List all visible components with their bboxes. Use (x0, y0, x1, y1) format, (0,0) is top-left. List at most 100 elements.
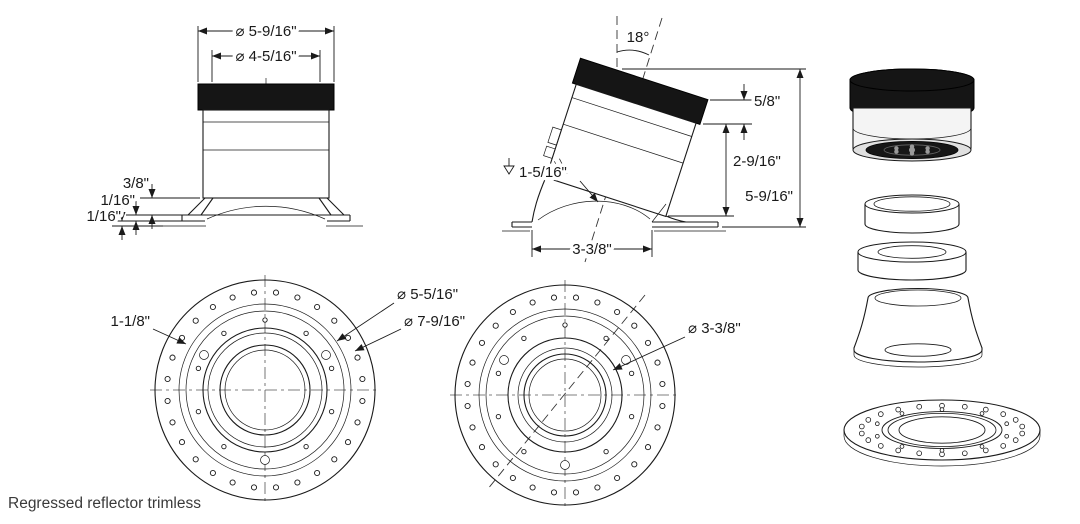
hole (562, 322, 568, 328)
hole (925, 149, 930, 154)
leader-line (152, 328, 187, 345)
dim-regression: 3/8" (123, 175, 149, 192)
shell-transition-right (665, 215, 687, 223)
hole (221, 330, 227, 337)
shell-transition-left (531, 176, 547, 223)
hole (328, 408, 335, 415)
hole (529, 484, 536, 491)
dim-overall-height: 5-9/16" (745, 188, 793, 205)
extension-lines (622, 68, 806, 228)
mud-ring-holes (164, 289, 366, 491)
hole (659, 402, 666, 410)
hole (895, 406, 901, 413)
hole (982, 406, 989, 413)
hole (874, 433, 880, 439)
hole (1000, 411, 1006, 417)
angle-arc (616, 49, 650, 56)
hole (469, 359, 476, 366)
cone-top-inner (874, 289, 962, 307)
flange-outer-edge (154, 279, 376, 501)
dim-body-height: 2-9/16" (733, 153, 781, 170)
cone-aperture (884, 343, 952, 357)
hole (359, 375, 366, 383)
ring-wall (864, 204, 960, 234)
ring-inner (877, 245, 947, 259)
bolt-holes (195, 317, 335, 463)
ring-circle (485, 315, 645, 475)
aperture-ring (224, 349, 306, 431)
screw (621, 355, 631, 365)
extension-lines (703, 99, 752, 125)
hole (209, 303, 216, 311)
trim-cone (187, 197, 345, 216)
hole (464, 402, 471, 410)
hole (654, 424, 661, 431)
hole (529, 299, 536, 306)
hole (272, 289, 280, 296)
hole (550, 294, 558, 301)
mounting-plate (843, 399, 1041, 467)
hole (631, 461, 638, 468)
dim-recess-depth: 1-5/16" (519, 164, 567, 181)
hole (594, 299, 601, 306)
ring-circle (478, 308, 652, 482)
hole (164, 397, 171, 405)
hole (169, 354, 176, 361)
hole (229, 294, 236, 301)
hole (478, 339, 486, 346)
housing-body (202, 109, 330, 199)
leader-line (579, 180, 599, 203)
reflector-arc (206, 205, 326, 220)
hole (644, 339, 652, 346)
hole (331, 456, 338, 463)
hole (603, 448, 609, 455)
dim-aperture-width: 3-3/8" (572, 241, 612, 258)
heatsink-band (197, 83, 335, 111)
hole (877, 411, 884, 417)
hole (262, 317, 268, 323)
hole (550, 489, 558, 496)
hole (495, 370, 502, 377)
mounting-clip (543, 145, 556, 159)
hole (272, 484, 280, 491)
extension-lines (197, 26, 335, 82)
hole (521, 448, 527, 455)
bolt-holes (495, 322, 635, 468)
hole (916, 403, 922, 410)
heatsink-top (849, 68, 975, 92)
hole (192, 456, 199, 463)
hole (495, 413, 502, 420)
ring-top (857, 241, 967, 263)
cone-flange-thickness (853, 350, 983, 368)
hole (894, 149, 899, 154)
hole (294, 479, 301, 486)
dim-aperture-diameter: ⌀ 3-3/8" (688, 320, 741, 337)
hole (1000, 443, 1006, 449)
hole (895, 447, 901, 454)
leader-line (354, 328, 402, 352)
hole (1004, 433, 1009, 439)
reflector-ring (517, 347, 613, 443)
tilted-fixture (543, 57, 709, 218)
hole (492, 461, 499, 468)
hole (521, 335, 527, 342)
hole (865, 437, 872, 443)
hole (509, 474, 516, 482)
hole (894, 146, 899, 151)
hole (874, 421, 880, 427)
hole (979, 444, 985, 449)
plan-view-left: 1-1/8" ⌀ 5-5/16" ⌀ 7-9/16" (107, 275, 469, 505)
screw (560, 460, 570, 470)
hole (1004, 421, 1009, 427)
reflector-ring (202, 327, 328, 453)
hole (899, 411, 905, 416)
trim-flange (181, 214, 351, 222)
leader-line (336, 302, 395, 342)
hole (164, 375, 171, 383)
drawing-caption: Regressed reflector trimless (8, 495, 201, 512)
hole (303, 330, 309, 337)
screws (199, 350, 331, 465)
hole (344, 439, 352, 446)
